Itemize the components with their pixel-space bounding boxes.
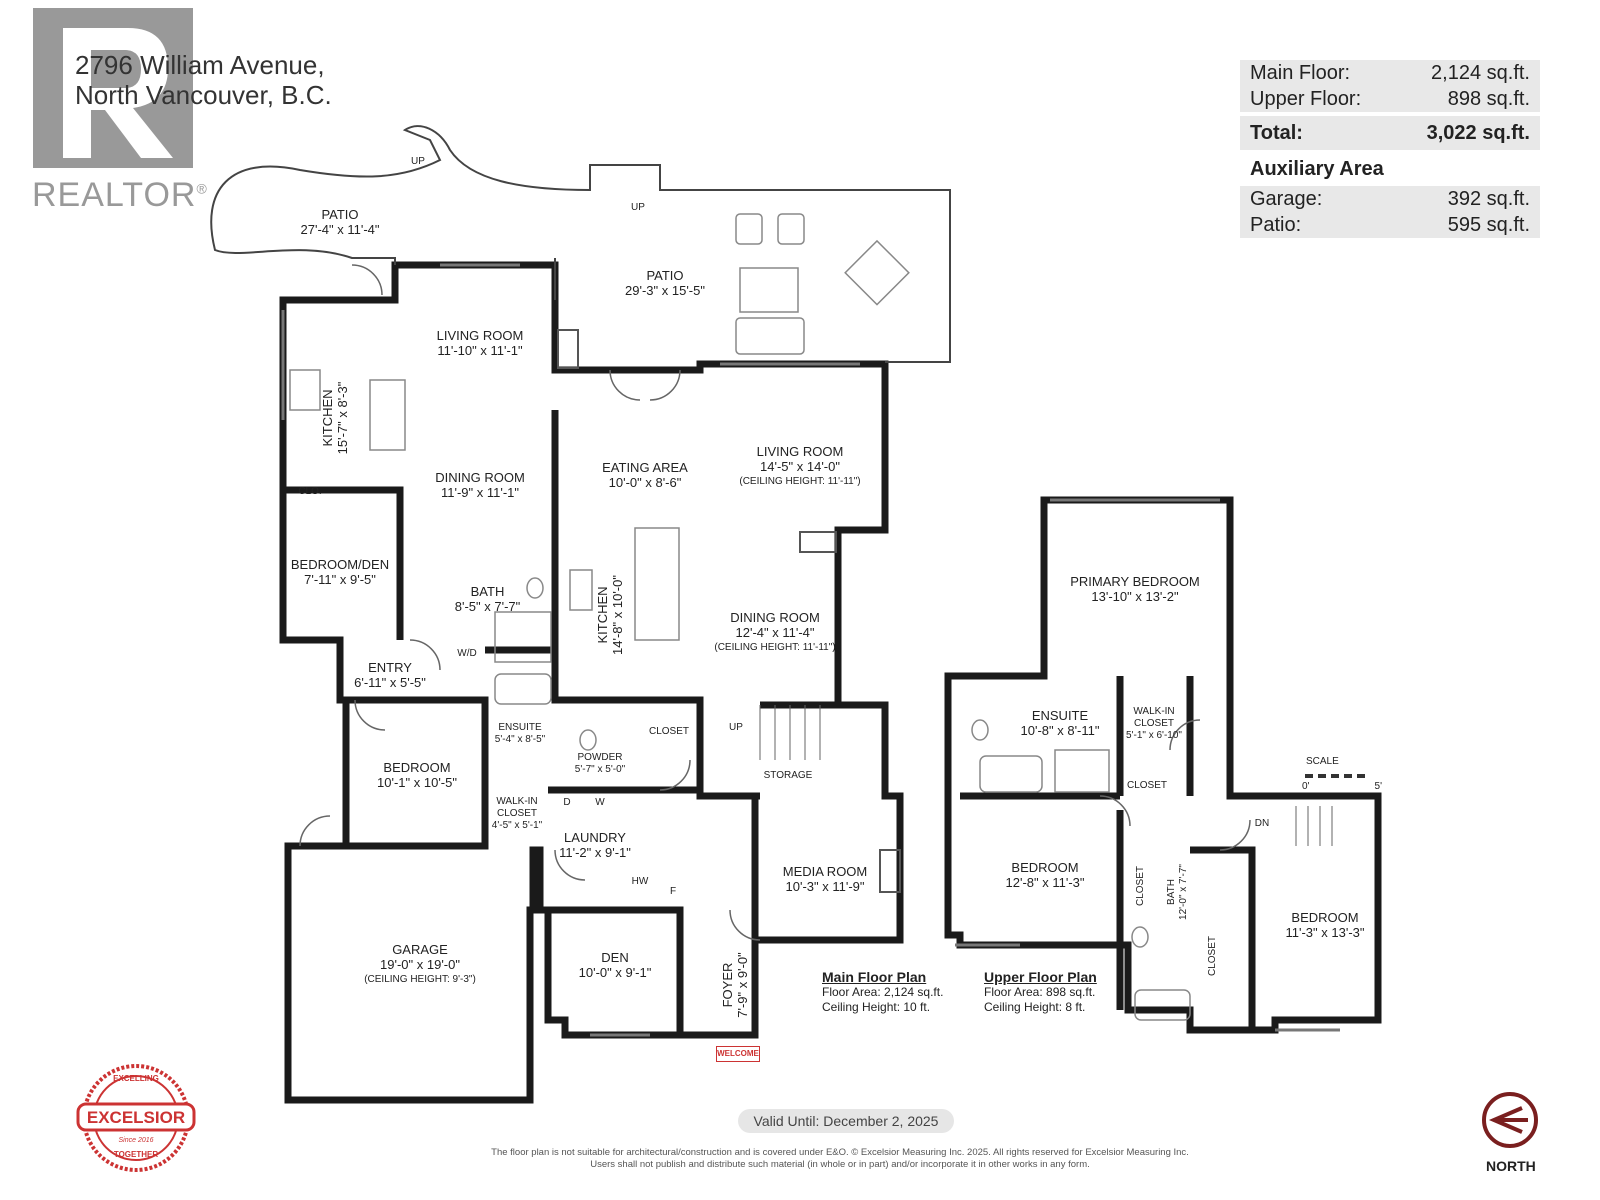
appliance-washer: W [595, 797, 605, 808]
main-floor-value: 2,124 sq.ft. [1431, 62, 1530, 84]
appliance-dryer: D [563, 797, 571, 808]
room-closet-3: CLOSET [1135, 866, 1146, 907]
stair-down: DN [1254, 818, 1270, 829]
main-floor-plan-note: Main Floor Plan Floor Area: 2,124 sq.ft.… [822, 970, 943, 1015]
room-wd: W/D [457, 648, 477, 659]
north-arrow-icon [1482, 1092, 1538, 1148]
excelsior-seal-logo [76, 1064, 196, 1172]
main-plan-area: Floor Area: 2,124 sq.ft. [822, 985, 944, 999]
upper-floor-row: Upper Floor: 898 sq.ft. [1240, 86, 1540, 112]
upper-floor-plan-note: Upper Floor Plan Floor Area: 898 sq.ft. … [984, 970, 1097, 1015]
scale-start: 0' [1302, 781, 1310, 792]
patio-area-label: Patio: [1250, 214, 1302, 236]
property-address: 2796 William Avenue, North Vancouver, B.… [75, 50, 332, 110]
main-floor-label: Main Floor: [1250, 62, 1351, 84]
stair-up-3: UP [729, 722, 743, 733]
auxiliary-heading: Auxiliary Area [1240, 156, 1540, 182]
scale-label: SCALE [1306, 756, 1339, 767]
room-closet-1: CLOSET [648, 726, 689, 737]
valid-until-badge: Valid Until: December 2, 2025 [738, 1109, 954, 1133]
realtor-logo [33, 8, 193, 168]
room-closet-2: CLOSET [1126, 780, 1167, 791]
room-closet-4: CLOSET [1207, 936, 1218, 977]
realtor-wordmark: REALTOR® [32, 176, 208, 214]
address-line-2: North Vancouver, B.C. [75, 80, 332, 110]
welcome-mat: WELCOME [716, 1046, 760, 1062]
total-value: 3,022 sq.ft. [1426, 122, 1530, 144]
upper-plan-area: Floor Area: 898 sq.ft. [984, 985, 1096, 999]
total-label: Total: [1250, 122, 1303, 144]
upper-plan-title: Upper Floor Plan [984, 969, 1097, 985]
stair-up-1: UP [411, 156, 425, 167]
appliance-hot-water: HW [631, 876, 649, 887]
upper-floor-value: 898 sq.ft. [1447, 88, 1530, 110]
upper-floor-label: Upper Floor: [1250, 88, 1362, 110]
garage-area-value: 392 sq.ft. [1447, 188, 1530, 210]
excelsior-brand: EXCELSIOR [86, 1108, 186, 1127]
patio-row: Patio: 595 sq.ft. [1240, 212, 1540, 238]
main-plan-title: Main Floor Plan [822, 969, 927, 985]
appliance-furnace: F [669, 886, 677, 897]
scale-indicator: SCALE 0' 5' [1302, 756, 1382, 792]
disclaimer-text: The floor plan is not suitable for archi… [491, 1147, 1189, 1170]
address-line-1: 2796 William Avenue, [75, 50, 325, 80]
scale-end: 5' [1374, 781, 1382, 792]
area-summary-table: Main Floor: 2,124 sq.ft. Upper Floor: 898 … [1240, 60, 1540, 238]
total-row: Total: 3,022 sq.ft. [1240, 116, 1540, 150]
room-clo: CLO. [298, 486, 322, 497]
garage-area-label: Garage: [1250, 188, 1323, 210]
excelsior-since: Since 2016 [118, 1137, 154, 1144]
garage-row: Garage: 392 sq.ft. [1240, 186, 1540, 212]
excelsior-together: TOGETHER [113, 1150, 159, 1159]
upper-plan-ceiling: Ceiling Height: 8 ft. [984, 1000, 1086, 1014]
stair-up-2: UP [631, 202, 645, 213]
north-label: NORTH [1486, 1158, 1536, 1174]
main-plan-ceiling: Ceiling Height: 10 ft. [822, 1000, 931, 1014]
patio-area-value: 595 sq.ft. [1447, 214, 1530, 236]
main-floor-row: Main Floor: 2,124 sq.ft. [1240, 60, 1540, 86]
room-storage: STORAGE [763, 770, 813, 781]
excelsior-excelling: EXCELLING [113, 1074, 159, 1083]
